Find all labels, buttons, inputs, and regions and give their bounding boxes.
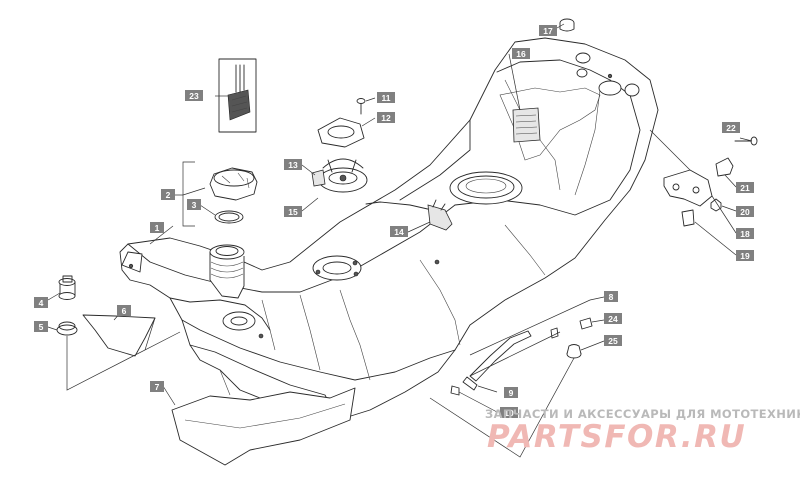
watermark-tagline: ЗАПЧАСТИ И АКСЕССУАРЫ ДЛЯ МОТОТЕХНИКИ	[485, 407, 800, 421]
callout-11: 11	[377, 92, 395, 103]
nut-20	[710, 198, 722, 212]
svg-text:23: 23	[189, 91, 199, 101]
callout-25: 25	[604, 335, 622, 346]
clamp-21	[715, 157, 734, 177]
hose-9	[462, 330, 532, 391]
leader-lines	[47, 23, 753, 458]
gasket-12	[317, 117, 365, 148]
svg-text:17: 17	[543, 26, 553, 36]
callout-19: 19	[736, 250, 754, 261]
callout-12: 12	[377, 112, 395, 123]
callout-10: 10	[500, 407, 518, 418]
svg-text:5: 5	[39, 322, 44, 332]
callout-17: 17	[539, 25, 557, 36]
decal-16	[512, 107, 541, 143]
svg-text:4: 4	[39, 298, 44, 308]
svg-text:10: 10	[504, 408, 514, 418]
pump-wire	[365, 201, 433, 211]
bolt-11	[356, 98, 366, 115]
svg-text:25: 25	[608, 336, 618, 346]
callout-22: 22	[722, 122, 740, 133]
svg-text:22: 22	[726, 123, 736, 133]
svg-text:7: 7	[155, 382, 160, 392]
svg-text:18: 18	[740, 229, 750, 239]
fuel-sender-kit-23	[218, 58, 257, 133]
clamp-10	[450, 385, 460, 396]
callout-6: 6	[117, 305, 131, 316]
gasket-3	[214, 210, 244, 224]
lower-pad-7	[171, 387, 356, 466]
svg-text:2: 2	[166, 190, 171, 200]
callout-20: 20	[736, 206, 754, 217]
fuel-tank	[119, 37, 659, 421]
watermark-brand: PARTSFOR.RU	[487, 419, 746, 455]
svg-text:13: 13	[288, 160, 298, 170]
svg-text:24: 24	[608, 314, 618, 324]
clip-19	[681, 209, 695, 227]
callout-3: 3	[187, 199, 201, 210]
svg-text:14: 14	[394, 227, 404, 237]
fuel-pump-13	[311, 158, 368, 193]
callout-21: 21	[736, 182, 754, 193]
callout-4: 4	[34, 297, 48, 308]
fitting-24	[579, 317, 593, 330]
callout-23: 23	[185, 90, 203, 101]
cap-17	[559, 18, 575, 32]
callout-8: 8	[604, 291, 618, 302]
connector-14	[427, 199, 453, 231]
svg-text:8: 8	[609, 292, 614, 302]
svg-text:15: 15	[288, 207, 298, 217]
clamp-8	[550, 327, 559, 339]
grommet-5	[56, 321, 78, 336]
callout-13: 13	[284, 159, 302, 170]
callout-1: 1	[150, 222, 164, 233]
filler-neck	[209, 244, 245, 299]
callout-7: 7	[150, 381, 164, 392]
cap-25	[566, 344, 582, 359]
callout-15: 15	[284, 206, 302, 217]
fuel-cap-2	[209, 167, 258, 201]
callout-2: 2	[161, 189, 175, 200]
svg-text:19: 19	[740, 251, 750, 261]
svg-text:16: 16	[516, 49, 526, 59]
callout-5: 5	[34, 321, 48, 332]
side-pad-6	[82, 314, 156, 357]
svg-text:21: 21	[740, 183, 750, 193]
svg-text:20: 20	[740, 207, 750, 217]
svg-text:6: 6	[122, 306, 127, 316]
callout-24: 24	[604, 313, 622, 324]
bracket-18	[663, 169, 713, 207]
bolt-4	[58, 275, 76, 300]
callout-16: 16	[512, 48, 530, 59]
callout-18: 18	[736, 228, 754, 239]
callout-14: 14	[390, 226, 408, 237]
svg-text:1: 1	[155, 223, 160, 233]
svg-text:3: 3	[192, 200, 197, 210]
svg-text:11: 11	[382, 93, 391, 103]
svg-text:9: 9	[509, 388, 514, 398]
bolt-22	[734, 136, 758, 146]
svg-text:12: 12	[381, 113, 391, 123]
callout-9: 9	[504, 387, 518, 398]
